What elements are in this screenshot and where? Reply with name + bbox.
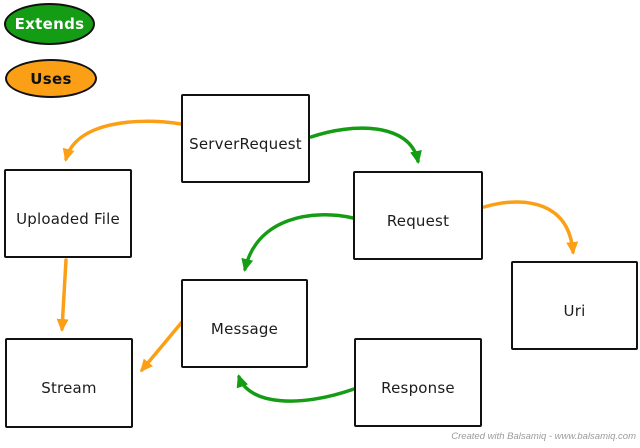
- edge-serverrequest-uses-uploadedfile: [62, 119, 183, 162]
- node-response-label: Response: [381, 378, 455, 397]
- legend-extends-label: Extends: [14, 15, 85, 33]
- edge-response-extends-message: [236, 374, 356, 403]
- edge-request-extends-message: [241, 213, 355, 272]
- edge-message-uses-stream: [140, 320, 184, 373]
- balsamiq-credit: Created with Balsamiq - www.balsamiq.com: [451, 431, 636, 442]
- node-request-label: Request: [386, 211, 450, 230]
- node-response: Response: [354, 338, 482, 427]
- node-uploaded-file-label: Uploaded File: [16, 209, 120, 228]
- legend-uses-label: Uses: [30, 69, 72, 88]
- node-uploaded-file: Uploaded File: [4, 169, 132, 258]
- edge-serverrequest-extends-request: [309, 126, 422, 164]
- node-uri: Uri: [511, 261, 638, 350]
- node-uri-label: Uri: [563, 301, 586, 320]
- node-server-request: ServerRequest: [181, 94, 310, 183]
- edge-uploadedfile-uses-stream: [56, 258, 69, 332]
- node-stream: Stream: [5, 338, 133, 428]
- legend-extends-badge: Extends: [4, 3, 95, 45]
- node-request: Request: [353, 171, 483, 260]
- legend-uses-badge: Uses: [5, 59, 97, 98]
- node-stream-label: Stream: [41, 379, 97, 397]
- node-server-request-label: ServerRequest: [189, 134, 302, 153]
- node-message: Message: [181, 279, 308, 368]
- edge-request-uses-uri: [482, 200, 579, 255]
- node-message-label: Message: [210, 319, 279, 338]
